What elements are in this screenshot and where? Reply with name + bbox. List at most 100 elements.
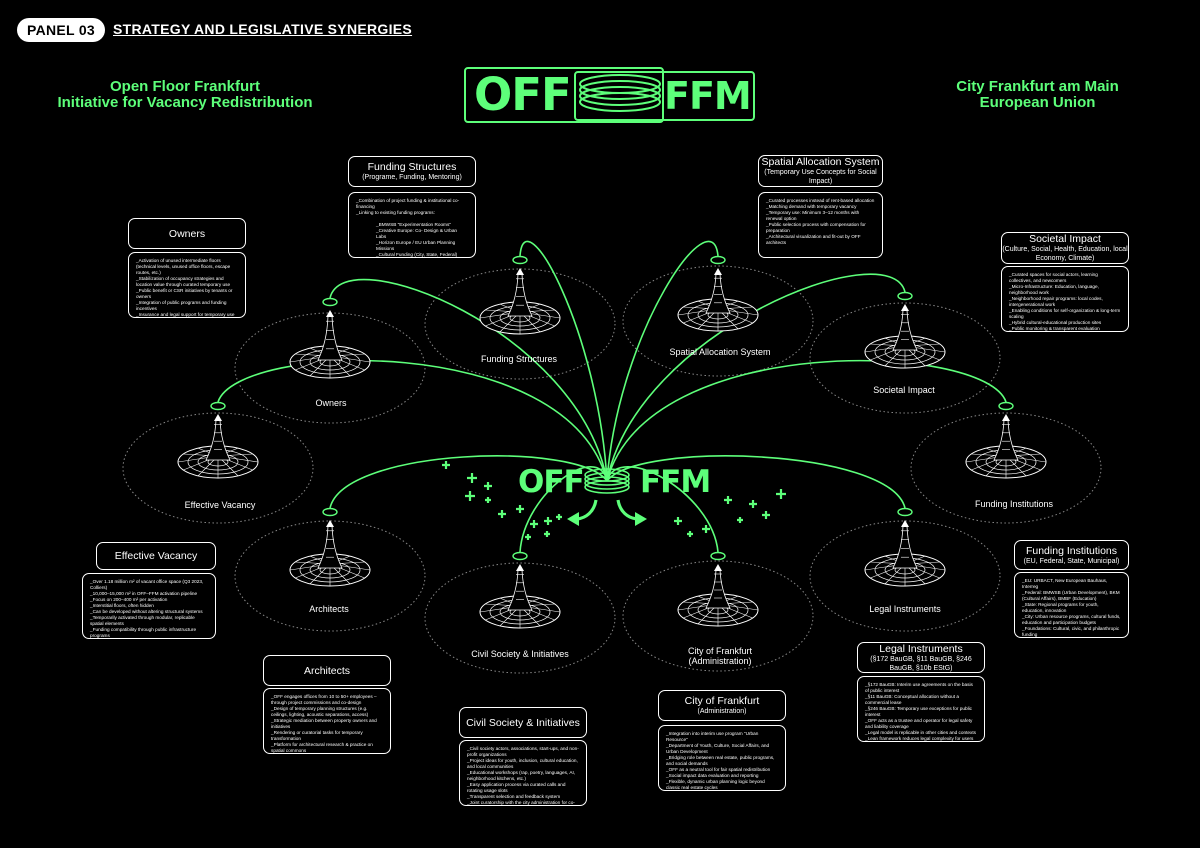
card-fundinst-body: _EU: URBACT, New European Bauhaus, Inter…: [1014, 572, 1129, 638]
card-item: _§11 BauGB: Conceptual allocation withou…: [865, 694, 959, 705]
node-spire-fundinst: [993, 419, 1019, 461]
logo-frame-left: [464, 67, 664, 123]
card-funding-body: _Combination of project funding & instit…: [348, 192, 476, 258]
sparkle-plus-icon: [442, 461, 450, 469]
left-heading: Open Floor Frankfurt Initiative for Vaca…: [40, 79, 330, 111]
logo-rings-icon: [579, 74, 661, 112]
card-funding-sub: (Programe, Funding, Mentoring): [362, 174, 462, 181]
node-target-ring-architects: [322, 507, 338, 517]
card-item: _Can be developed without altering struc…: [90, 609, 203, 614]
arrow-up-icon: [326, 520, 334, 527]
center-ring-icon: [584, 480, 630, 494]
sparkle-plus-icon: [724, 496, 732, 504]
card-fundinst-title-text: Funding Institutions: [1025, 544, 1118, 557]
sparkle-plus-icon: [674, 517, 682, 525]
halo-funding: [424, 268, 616, 380]
sparkle-plus-icon: [485, 497, 491, 503]
card-item: _Micro-Infrastructure: Education, langua…: [1009, 284, 1099, 295]
sparkle-plus-icon: [776, 489, 786, 499]
node-spire-funding: [507, 273, 533, 317]
node-spire-vacancy: [205, 419, 231, 461]
card-item: _Public monitoring & transparent evaluat…: [1009, 326, 1100, 331]
connector-owners: [329, 278, 608, 482]
card-fundinst-title: Funding Institutions (EU, Federal, State…: [1014, 540, 1129, 570]
card-item: _Stabilization of occupancy strategies a…: [136, 276, 231, 287]
card-societal-title: Societal Impact (Culture, Social, Health…: [1001, 232, 1129, 264]
card-item: _Enabling conditions for self-organizati…: [1009, 308, 1121, 319]
sparkle-plus-icon: [544, 517, 552, 525]
arrow-up-icon: [1002, 414, 1010, 421]
node-target-ring-civil: [512, 551, 528, 561]
node-target-ring-societal: [897, 291, 913, 301]
node-label-fundinst: Funding Institutions: [974, 499, 1054, 509]
node-label-architects: Architects: [309, 604, 349, 614]
connector-legal: [606, 455, 906, 509]
arrowhead-right-icon: [635, 512, 647, 526]
node-label-vacancy: Effective Vacancy: [184, 500, 256, 510]
center-ring-icon: [584, 472, 630, 486]
card-item: _OFF acts as a trustee and operator for …: [865, 718, 973, 729]
card-vacancy-body: _Over 1.18 million m² of vacant office s…: [82, 573, 216, 639]
node-target-ring-owners: [322, 297, 338, 307]
card-item: _Transparent selection and feedback syst…: [467, 794, 561, 799]
card-item: _Matching demand with temporary vacancy: [766, 204, 857, 209]
card-architects-body: _OFF engages offices from 10 to 50+ empl…: [263, 688, 391, 754]
sparkle-plus-icon: [465, 491, 475, 501]
node-target-ring-funding: [512, 255, 528, 265]
node-label-spatial: Spatial Allocation System: [669, 347, 771, 357]
sparkle-plus-icon: [498, 510, 506, 518]
card-owners-title-text: Owners: [168, 227, 206, 240]
connector-fundinst: [606, 359, 1007, 482]
card-item: _Department of Youth, Culture, Social Af…: [666, 743, 770, 754]
panel-title: STRATEGY AND LEGISLATIVE SYNERGIES: [113, 21, 413, 37]
arrow-up-icon: [516, 564, 524, 571]
node-target-ring-vacancy: [210, 401, 226, 411]
arrow-up-icon: [714, 564, 722, 571]
card-item: _Creative Europe: Co- Design & Urban Lab…: [376, 228, 458, 239]
connector-spatial: [606, 240, 719, 482]
curved-arrow-right-icon: [616, 499, 638, 521]
card-item: _Strategic mediation between property ow…: [271, 718, 377, 729]
node-spire-city: [705, 569, 731, 609]
card-item: _Insurance and legal support for tempora…: [136, 312, 235, 317]
card-funding-title: Funding Structures (Programe, Funding, M…: [348, 156, 476, 187]
node-spire-societal: [892, 309, 918, 351]
right-heading: City Frankfurt am Main European Union: [935, 79, 1140, 111]
sparkle-plus-icon: [467, 473, 477, 483]
left-heading-line2: Initiative for Vacancy Redistribution: [57, 94, 313, 111]
card-item: _Design of temporary planning structures…: [271, 706, 369, 717]
card-item: _Legal model is replicable in other citi…: [865, 730, 977, 735]
logo-frame-right: [574, 71, 755, 121]
node-target-ring-city: [710, 551, 726, 561]
connector-funding: [519, 240, 608, 482]
node-label-funding: Funding Structures: [480, 354, 558, 364]
connector-city: [606, 466, 719, 553]
node-target-ring-spatial: [710, 255, 726, 265]
node-label-civil: Civil Society & Initiatives: [471, 649, 569, 659]
halo-fundinst: [910, 412, 1102, 524]
node-label-societal: Societal Impact: [873, 385, 935, 395]
card-item: _EU: URBACT, New European Bauhaus, Inter…: [1022, 578, 1108, 589]
card-item: _OFF as a neutral tool for fair spatial …: [666, 767, 771, 772]
card-item: _Integration into interim use program "U…: [666, 731, 759, 742]
card-spatial-title-text: Spatial Allocation System: [761, 156, 880, 168]
card-item: _Activation of unused intermediate floor…: [136, 258, 231, 275]
card-fundinst-sub: (EU, Federal, State, Municipal): [1023, 557, 1120, 565]
card-item: _Hybrid cultural-educational production …: [1009, 320, 1102, 325]
card-item: _Lean framework reduces legal complexity…: [865, 736, 974, 741]
card-item: _§246 BauGB: Temporary use exceptions fo…: [865, 706, 973, 717]
card-item: _Over 1.18 million m² of vacant office s…: [90, 579, 204, 590]
card-spatial-sub: (Temporary Use Concepts for Social Impac…: [764, 169, 877, 185]
center-ffm: FFM: [640, 464, 711, 500]
arrow-up-icon: [214, 414, 222, 421]
card-city-title: City of Frankfurt (Administration): [658, 690, 786, 721]
card-item: _Curated spaces for social actors, learn…: [1009, 272, 1098, 283]
card-item: _State: Regional programs for youth, edu…: [1022, 602, 1099, 613]
card-vacancy-title: Effective Vacancy: [96, 542, 216, 570]
card-item: _Neighborhood repair programs: local cod…: [1009, 296, 1103, 307]
card-item: _Project ideas for youth, inclusion, cul…: [467, 758, 578, 769]
sparkle-plus-icon: [737, 517, 743, 523]
card-item: _Focus on 200–400 m² per activation: [90, 597, 168, 602]
sparkle-plus-icon: [749, 500, 757, 508]
